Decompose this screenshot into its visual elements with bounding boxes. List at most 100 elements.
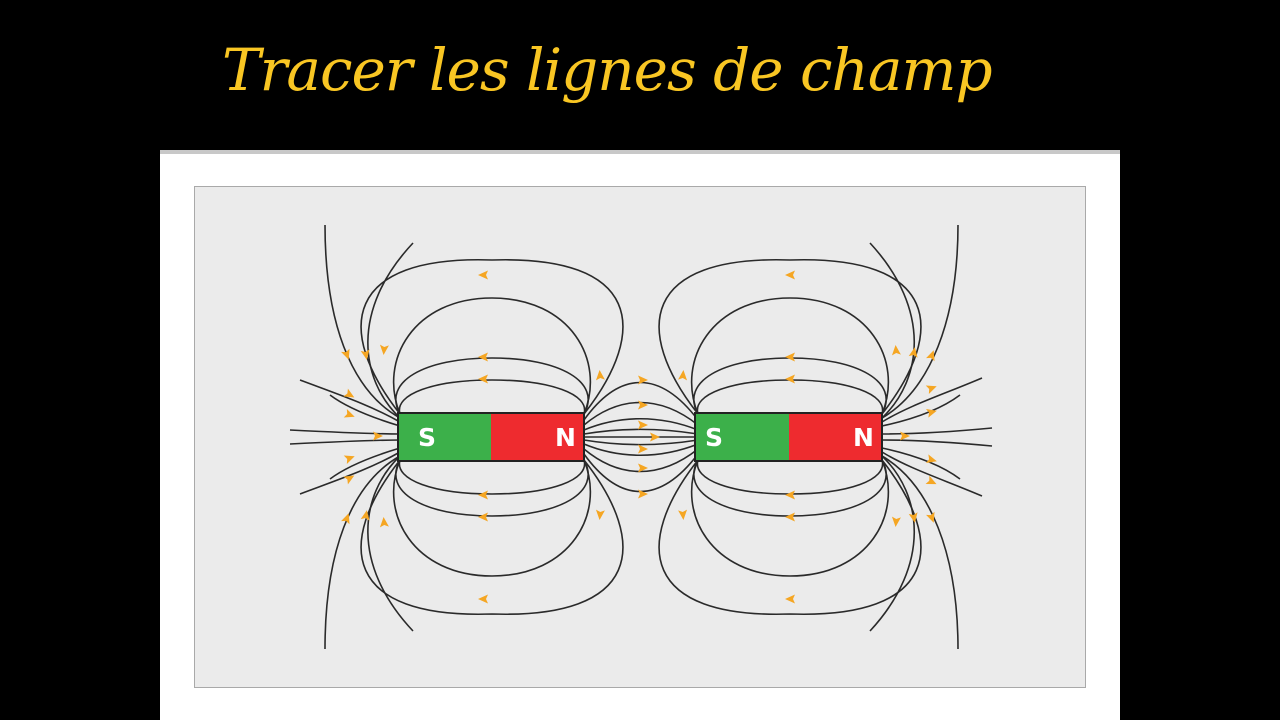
field-line bbox=[693, 357, 887, 415]
field-arrow bbox=[341, 513, 350, 525]
field-arrow bbox=[595, 370, 605, 381]
field-arrow bbox=[373, 431, 383, 441]
magnet-left-south-label: S bbox=[418, 423, 436, 452]
field-arrow bbox=[478, 490, 488, 500]
field-line bbox=[360, 259, 624, 415]
field-arrow bbox=[891, 345, 901, 356]
field-line bbox=[690, 459, 890, 577]
field-lines bbox=[289, 224, 993, 650]
field-line bbox=[324, 455, 401, 650]
field-arrow bbox=[379, 344, 389, 355]
field-line bbox=[392, 459, 592, 577]
magnet-right-north-pole bbox=[789, 413, 882, 461]
field-line bbox=[869, 455, 915, 632]
field-arrow bbox=[638, 400, 648, 410]
field-arrow bbox=[785, 490, 795, 500]
magnet-left-outline bbox=[397, 412, 585, 462]
field-arrow bbox=[638, 420, 648, 430]
field-arrow bbox=[678, 370, 688, 381]
field-arrow bbox=[908, 512, 918, 523]
field-arrow bbox=[638, 375, 648, 385]
field-arrow bbox=[478, 594, 488, 604]
field-line bbox=[299, 379, 401, 423]
field-arrows bbox=[341, 270, 937, 604]
field-line bbox=[881, 394, 961, 427]
field-line bbox=[696, 459, 884, 495]
field-arrow bbox=[478, 270, 488, 280]
field-arrow bbox=[891, 516, 901, 527]
field-line bbox=[289, 429, 401, 435]
field-arrow bbox=[785, 270, 795, 280]
field-line bbox=[658, 259, 922, 415]
field-arrow bbox=[595, 509, 605, 520]
field-line bbox=[583, 439, 699, 446]
field-arrow bbox=[785, 352, 795, 362]
field-arrow bbox=[343, 475, 355, 485]
field-arrow bbox=[343, 409, 355, 418]
field-arrow bbox=[360, 510, 370, 521]
field-line bbox=[881, 447, 961, 480]
field-arrow bbox=[908, 347, 918, 358]
field-line bbox=[398, 379, 586, 415]
field-line bbox=[881, 451, 983, 497]
field-line bbox=[367, 455, 414, 632]
magnet-left: S N bbox=[397, 412, 585, 462]
field-line bbox=[360, 459, 624, 615]
field-arrow bbox=[478, 352, 488, 362]
field-line bbox=[289, 439, 401, 445]
field-arrow bbox=[926, 350, 935, 362]
field-line bbox=[658, 459, 922, 615]
field-arrow bbox=[478, 512, 488, 522]
field-arrow bbox=[343, 455, 355, 464]
field-line bbox=[398, 459, 586, 495]
field-arrow bbox=[678, 509, 688, 520]
field-arrow bbox=[925, 475, 937, 485]
magnet-left-north-label: N bbox=[555, 423, 576, 452]
field-line bbox=[583, 448, 699, 473]
magnet-left-south-pole bbox=[398, 413, 491, 461]
field-line bbox=[329, 394, 401, 427]
field-arrow bbox=[341, 348, 350, 360]
field-arrow bbox=[638, 489, 648, 499]
magnet-right-north-label: N bbox=[853, 423, 874, 452]
field-arrow bbox=[379, 517, 389, 528]
magnet-left-north-pole bbox=[491, 413, 584, 461]
field-line bbox=[395, 459, 589, 517]
field-line bbox=[324, 224, 401, 419]
field-arrow bbox=[925, 385, 937, 394]
field-arrow bbox=[343, 388, 355, 398]
field-arrow bbox=[900, 431, 910, 441]
field-line bbox=[583, 418, 699, 431]
field-line bbox=[395, 357, 589, 415]
field-line bbox=[583, 428, 699, 435]
field-line bbox=[329, 447, 401, 480]
field-arrow bbox=[926, 511, 935, 523]
field-line bbox=[881, 377, 983, 423]
magnet-right-south-pole bbox=[695, 413, 789, 461]
field-line bbox=[881, 455, 959, 650]
field-arrow bbox=[478, 374, 488, 384]
field-line bbox=[881, 427, 993, 435]
field-line bbox=[881, 224, 959, 419]
field-arrow bbox=[785, 594, 795, 604]
field-arrow bbox=[926, 408, 937, 418]
magnet-right: S N bbox=[694, 412, 883, 462]
field-line bbox=[299, 451, 401, 495]
magnet-right-outline bbox=[694, 412, 883, 462]
field-line bbox=[693, 459, 887, 517]
field-line bbox=[583, 443, 699, 456]
field-line bbox=[690, 297, 890, 415]
field-arrow bbox=[926, 454, 937, 464]
field-arrow bbox=[785, 512, 795, 522]
magnet-right-south-label: S bbox=[705, 423, 723, 452]
field-line bbox=[367, 242, 414, 419]
field-line bbox=[696, 379, 884, 415]
field-line bbox=[869, 242, 915, 419]
field-line bbox=[881, 439, 993, 447]
field-arrow bbox=[785, 374, 795, 384]
field-line bbox=[392, 297, 592, 415]
field-arrow bbox=[638, 463, 648, 473]
field-arrow bbox=[360, 349, 370, 360]
field-arrow bbox=[650, 432, 660, 442]
